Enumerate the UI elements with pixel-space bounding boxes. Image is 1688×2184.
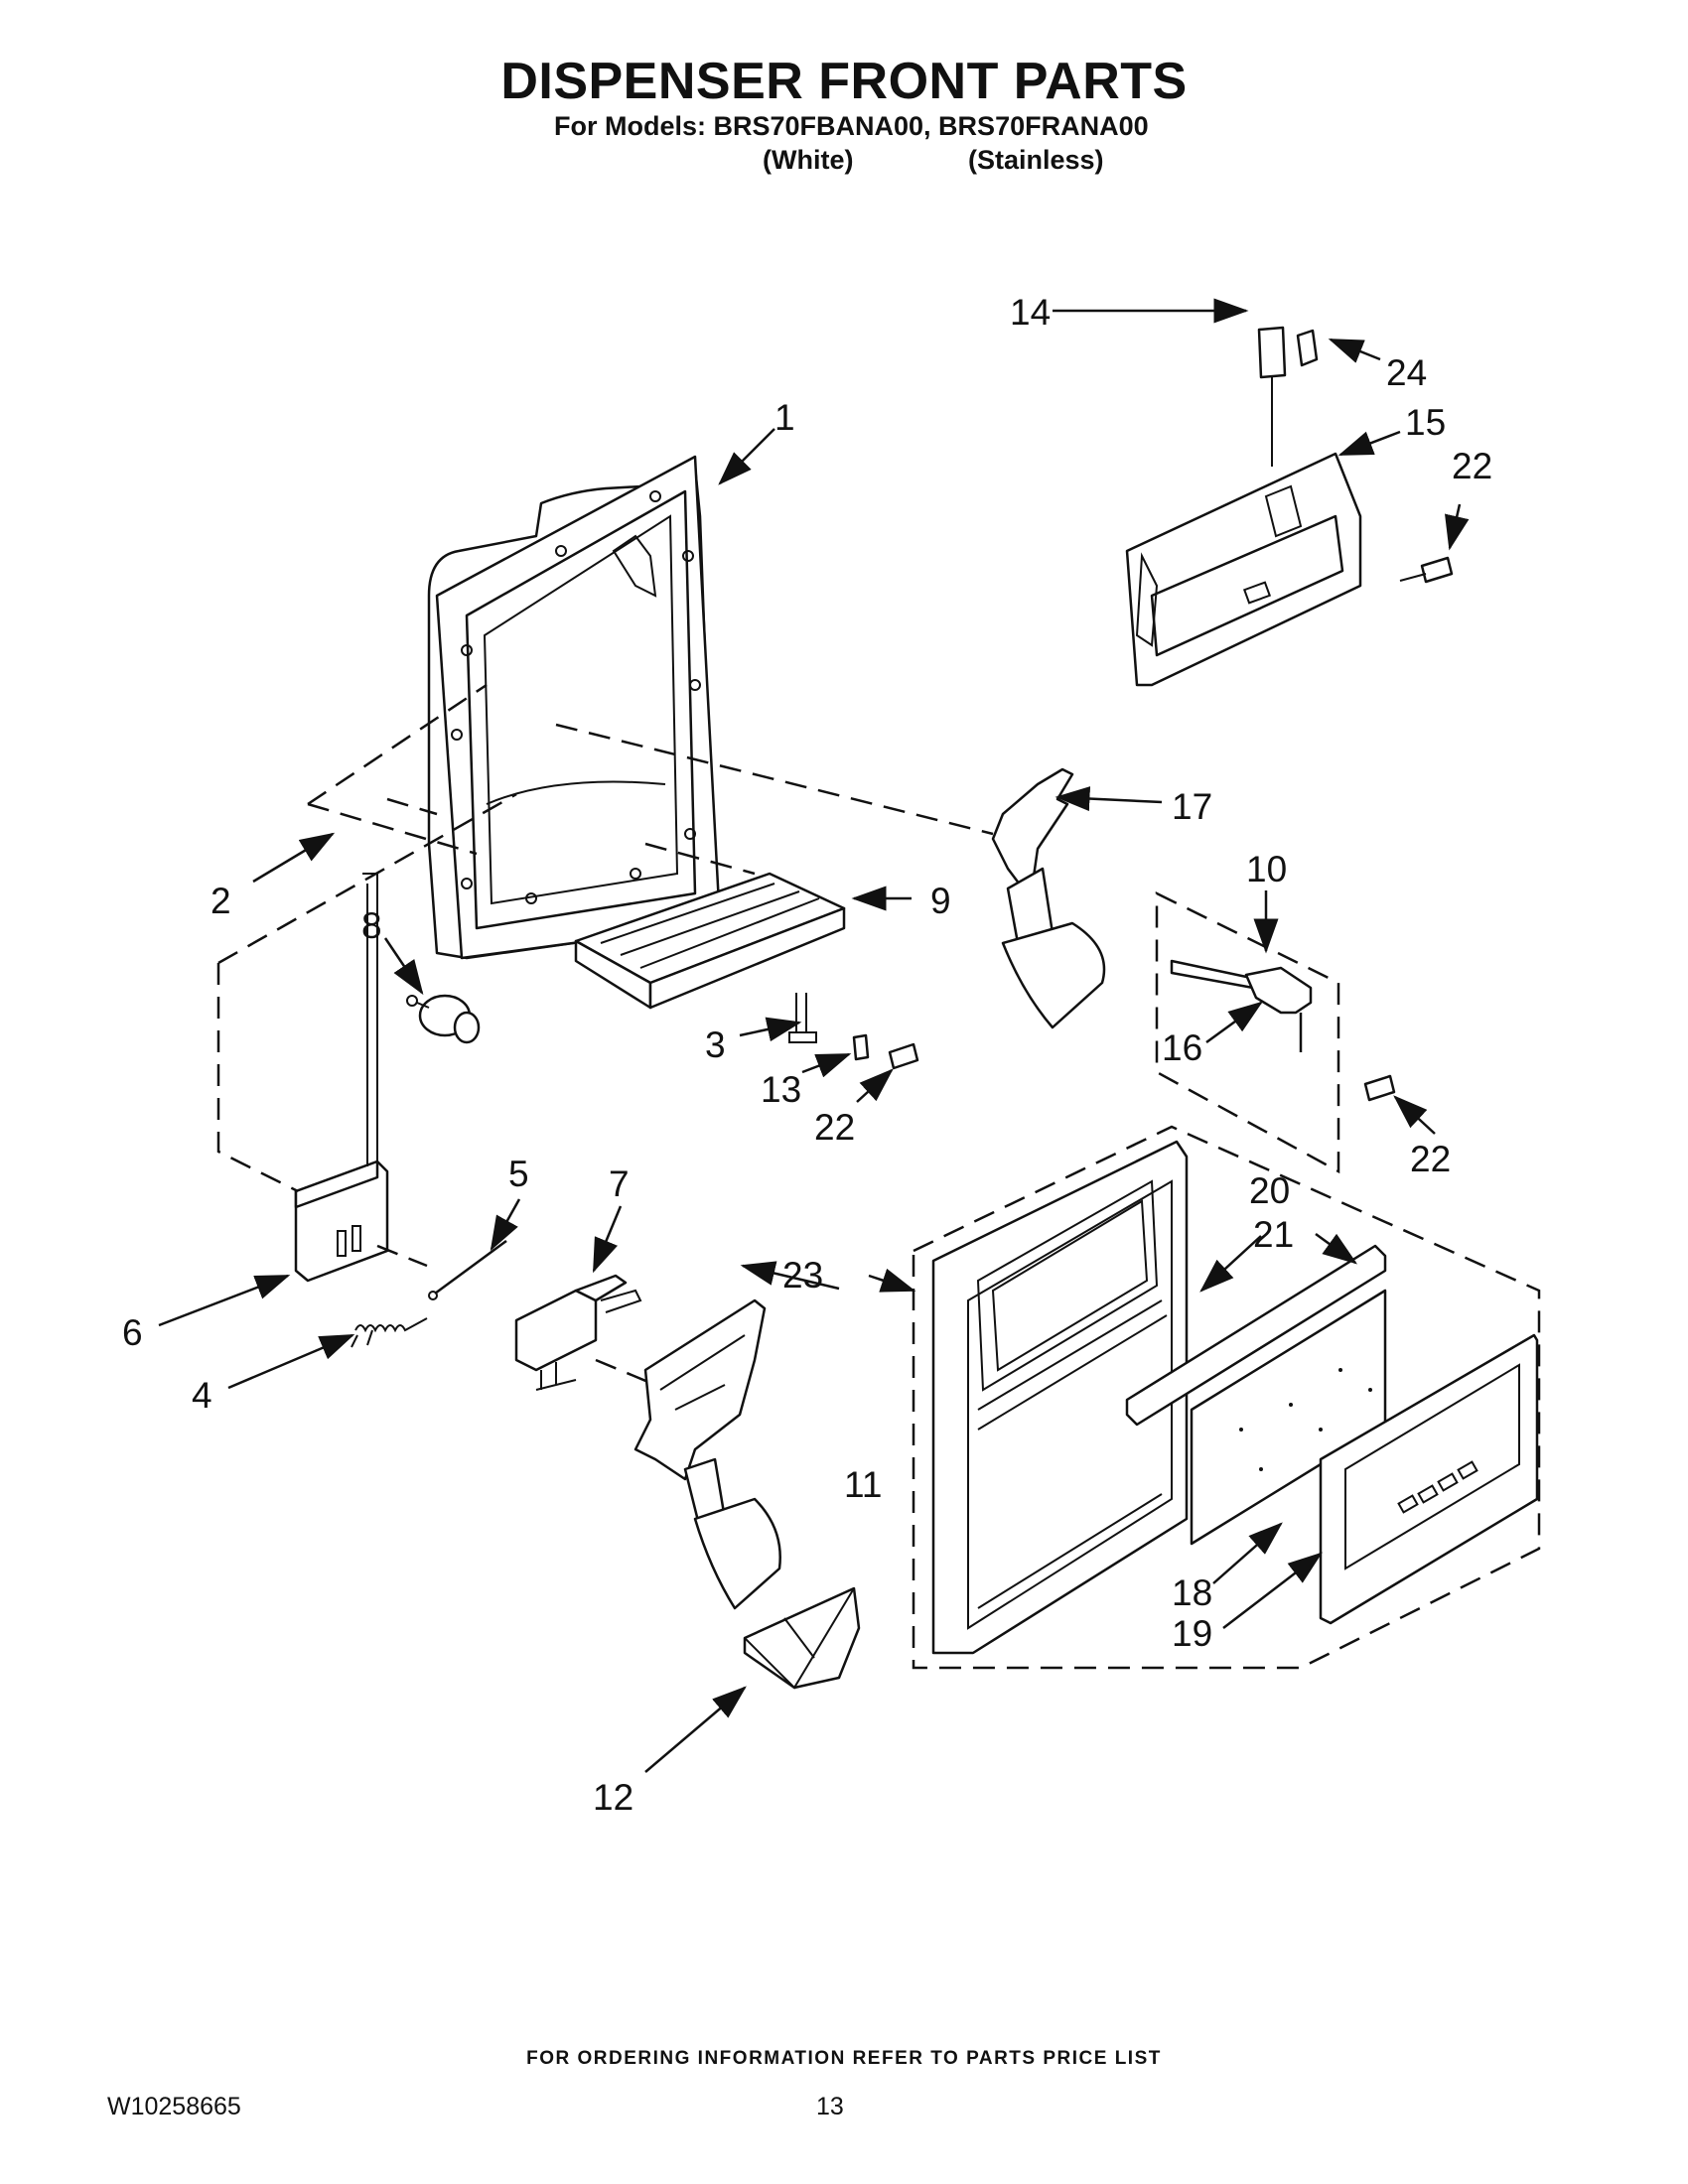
callout-22-mid: 22 bbox=[814, 1107, 855, 1148]
callout-6: 6 bbox=[122, 1312, 143, 1353]
callout-22-right: 22 bbox=[1410, 1139, 1451, 1179]
part-5-pin bbox=[428, 1239, 507, 1300]
callout-8: 8 bbox=[361, 905, 382, 946]
callout-4: 4 bbox=[192, 1375, 212, 1416]
part-20-trim bbox=[1125, 1244, 1387, 1427]
callout-9: 9 bbox=[930, 881, 951, 921]
part-22-screw-b bbox=[888, 1042, 919, 1070]
part-7-actuator bbox=[514, 1274, 642, 1391]
callout-2: 2 bbox=[211, 881, 231, 921]
part-24-insulator bbox=[1296, 329, 1319, 367]
part-13-clip bbox=[852, 1033, 870, 1061]
callout-21: 21 bbox=[1253, 1214, 1294, 1255]
part-14-switch bbox=[1257, 326, 1287, 467]
ordering-note: FOR ORDERING INFORMATION REFER TO PARTS … bbox=[526, 2048, 1162, 2069]
part-22-screw-a bbox=[1399, 556, 1454, 584]
callout-11: 11 bbox=[844, 1464, 882, 1505]
variant-white: (White) bbox=[763, 145, 854, 175]
callout-20: 20 bbox=[1249, 1170, 1290, 1211]
callout-7: 7 bbox=[609, 1163, 630, 1204]
leader-lines bbox=[158, 298, 1470, 1773]
part-4-spring bbox=[351, 1317, 428, 1348]
callout-labels: 14 24 15 22 1 2 17 9 10 8 3 13 22 16 22 … bbox=[122, 292, 1492, 1818]
part-1-housing bbox=[427, 455, 722, 960]
callout-16: 16 bbox=[1162, 1027, 1202, 1068]
part-8-solenoid bbox=[406, 994, 481, 1044]
callout-15: 15 bbox=[1405, 402, 1446, 443]
callout-10: 10 bbox=[1246, 849, 1287, 889]
part-9-drip-tray bbox=[574, 872, 846, 1010]
part-23-front-panel bbox=[931, 1140, 1189, 1655]
part-19-control-panel bbox=[1319, 1333, 1539, 1625]
document-number: W10258665 bbox=[107, 2093, 241, 2120]
callout-17: 17 bbox=[1172, 786, 1212, 827]
callout-1: 1 bbox=[774, 397, 795, 438]
callout-22-top: 22 bbox=[1452, 446, 1492, 486]
part-22-screw-c bbox=[1363, 1074, 1396, 1102]
callout-24: 24 bbox=[1386, 352, 1427, 393]
callout-18: 18 bbox=[1172, 1572, 1212, 1613]
variant-stainless: (Stainless) bbox=[968, 145, 1104, 175]
part-12-cup bbox=[743, 1586, 861, 1690]
callout-5: 5 bbox=[508, 1154, 529, 1194]
part-15-bracket bbox=[1125, 452, 1362, 687]
part-11-water-lever bbox=[633, 1298, 781, 1610]
part-6-module bbox=[294, 873, 389, 1283]
part-17-lever bbox=[991, 767, 1106, 1029]
page-title: DISPENSER FRONT PARTS bbox=[500, 53, 1188, 110]
callout-19: 19 bbox=[1172, 1613, 1212, 1654]
part-3-spring-clip bbox=[788, 993, 817, 1043]
callout-23: 23 bbox=[782, 1255, 823, 1296]
models-line: For Models: BRS70FBANA00, BRS70FRANA00 bbox=[554, 111, 1149, 141]
callout-13: 13 bbox=[761, 1069, 801, 1110]
callout-12: 12 bbox=[593, 1777, 633, 1818]
callout-14: 14 bbox=[1010, 292, 1051, 333]
page-number: 13 bbox=[816, 2093, 844, 2120]
assembly-dashed-lines bbox=[216, 683, 1541, 1670]
callout-3: 3 bbox=[705, 1024, 726, 1065]
